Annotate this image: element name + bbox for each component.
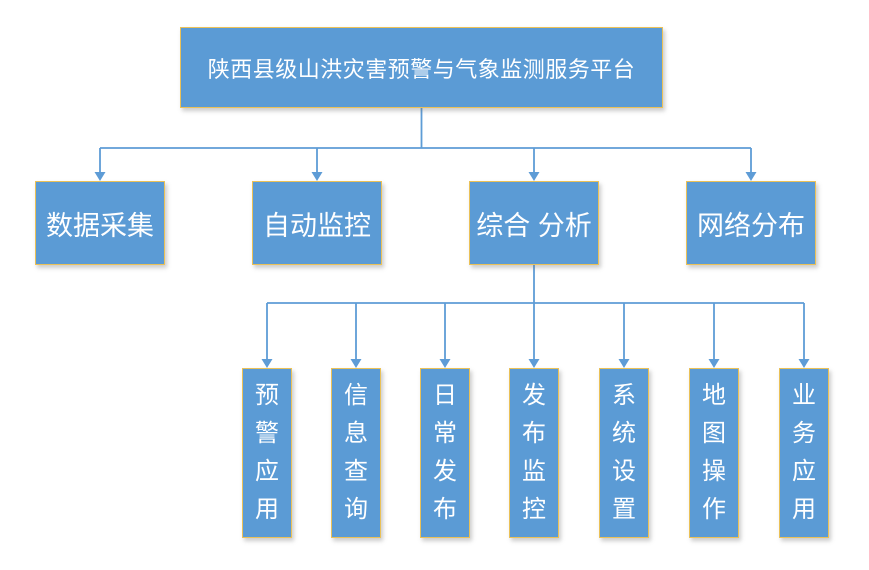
- connector-root-to-level2: [94, 108, 757, 181]
- org-node-system-settings: 系统设置: [599, 368, 649, 538]
- connector-analysis-to-level3: [261, 265, 810, 368]
- org-node-daily-release: 日常发布: [420, 368, 470, 538]
- org-node-information-query: 信息查询: [331, 368, 381, 538]
- org-node-auto-monitoring: 自动监控: [252, 181, 382, 265]
- org-node-data-collection: 数据采集: [35, 181, 165, 265]
- org-node-release-monitoring: 发布监控: [509, 368, 559, 538]
- org-node-warning-application: 预警应用: [242, 368, 292, 538]
- org-node-comprehensive-analysis: 综合 分析: [469, 181, 599, 265]
- org-node-network-distribution: 网络分布: [686, 181, 816, 265]
- org-node-business-application: 业务应用: [779, 368, 829, 538]
- org-node-map-operation: 地图操作: [689, 368, 739, 538]
- org-node-root: 陕西县级山洪灾害预警与气象监测服务平台: [180, 27, 663, 108]
